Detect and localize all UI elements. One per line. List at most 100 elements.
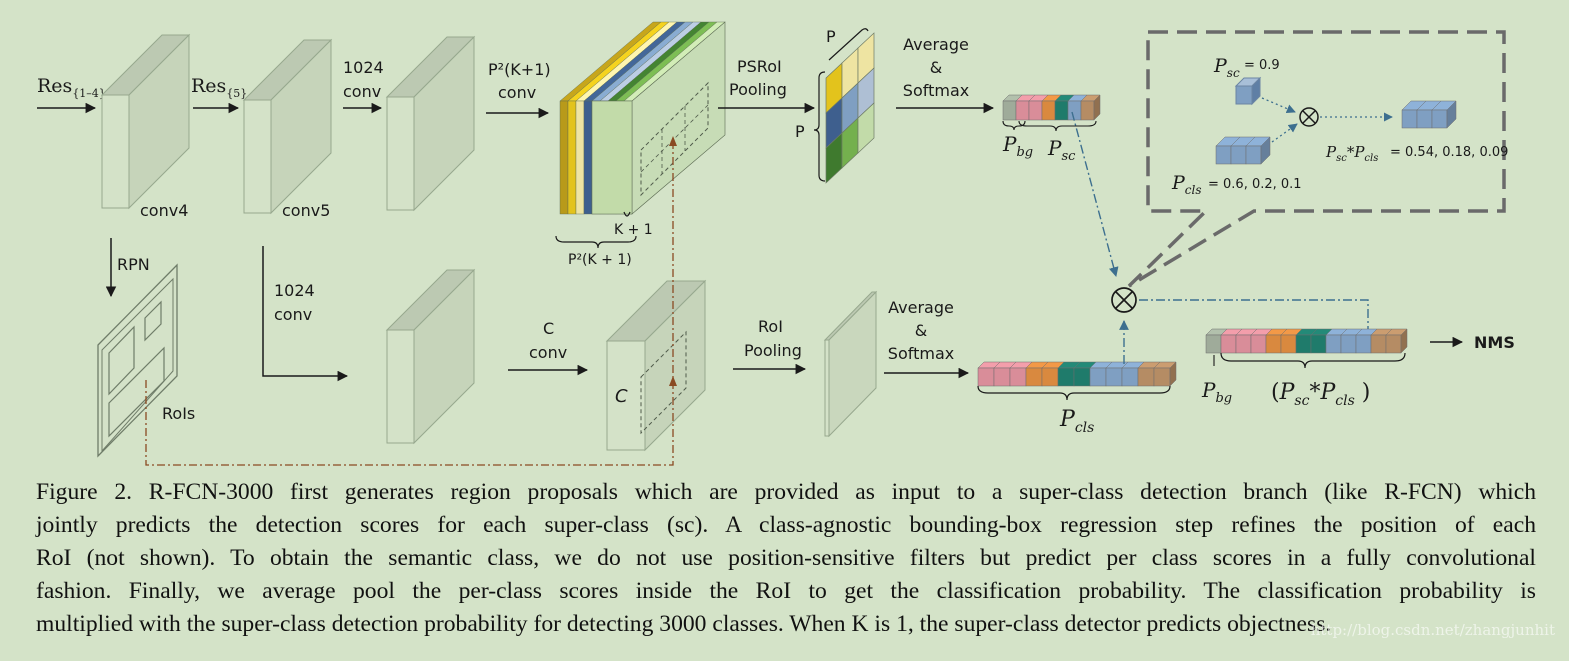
psroi-label-a: PSRoI bbox=[737, 57, 782, 76]
conv5-block bbox=[242, 38, 333, 215]
final-score-cell bbox=[1205, 334, 1222, 354]
product-brace bbox=[1220, 352, 1406, 369]
inset-result-cube-cell bbox=[1416, 109, 1433, 129]
inset-product-label: Psc*Pcls bbox=[1325, 143, 1378, 164]
conv5-label: conv5 bbox=[282, 201, 330, 220]
class-score-cell bbox=[1137, 367, 1155, 387]
final-score-cell bbox=[1355, 334, 1372, 354]
inset-psc-label: Psc bbox=[1213, 55, 1240, 80]
roi-pooling-label-b: Pooling bbox=[744, 341, 802, 360]
psc-to-multiply-line bbox=[1071, 111, 1119, 277]
avg-top-label-c: Softmax bbox=[903, 81, 969, 100]
multiply-icon bbox=[1111, 287, 1137, 313]
avg-top-label-b: & bbox=[930, 58, 942, 77]
roi-projection-line bbox=[145, 146, 674, 466]
roi-projection-arrowhead-top bbox=[669, 136, 677, 146]
inset-pcls-cube-cell bbox=[1215, 145, 1232, 165]
inset-pcls-cube-cell bbox=[1245, 145, 1262, 165]
final-score-cell bbox=[1220, 334, 1237, 354]
conv1024-bottom-label-a: 1024 bbox=[274, 281, 315, 300]
caption-line: fashion. Finally, we average pool the pe… bbox=[36, 578, 1536, 604]
rpn-label: RPN bbox=[117, 255, 150, 274]
conv4-label: conv4 bbox=[140, 201, 188, 220]
roi-pooled-plate bbox=[823, 290, 878, 438]
caption-line: jointly predicts the detection scores fo… bbox=[36, 512, 1536, 538]
inset-result-cube-cell bbox=[1431, 109, 1448, 129]
superclass-score-cell bbox=[1080, 100, 1095, 121]
score-map-front bbox=[591, 100, 633, 215]
score-map-slice bbox=[575, 100, 585, 215]
conv4-block bbox=[100, 33, 191, 210]
score-map-roi-gridline bbox=[640, 104, 709, 173]
superclass-score-cell bbox=[1067, 100, 1082, 121]
final-score-cell bbox=[1265, 334, 1282, 354]
figure-caption: Figure 2. R-FCN-3000 first generates reg… bbox=[36, 476, 1536, 641]
k-plus-1-brace bbox=[623, 211, 631, 217]
class-score-cell bbox=[1105, 367, 1123, 387]
class-score-cell bbox=[1041, 367, 1059, 387]
product-label: (Psc*Pcls ) bbox=[1271, 380, 1370, 409]
inset-psc-value: = 0.9 bbox=[1244, 58, 1280, 73]
p2k1-conv-label-a: P²(K+1) bbox=[488, 60, 551, 79]
caption-line: RoI (not shown). To obtain the semantic … bbox=[36, 545, 1536, 571]
p-sc-label: Psc bbox=[1047, 136, 1076, 164]
class-score-cell bbox=[1057, 367, 1075, 387]
inset-result-cube-side bbox=[1446, 100, 1457, 129]
inset-pcls-cube-side bbox=[1260, 136, 1271, 165]
inset-pcls-value: = 0.6, 0.2, 0.1 bbox=[1208, 177, 1302, 192]
watermark: http://blog.csdn.net/zhangjunhit bbox=[1310, 621, 1555, 639]
p2k1-bottom-label: P²(K + 1) bbox=[568, 252, 632, 268]
conv1024-bottom-label-b: conv bbox=[274, 305, 312, 324]
pooled-grid-cell bbox=[857, 102, 875, 154]
rfcn-3000-architecture-diagram: Res{1–4} conv4 Res{5} conv5 1024 conv P²… bbox=[37, 21, 1515, 466]
class-score-cell bbox=[1121, 367, 1139, 387]
inset-pcls-cubes bbox=[1215, 136, 1271, 165]
p-cls-label: Pcls bbox=[1059, 407, 1094, 436]
avg-bottom-label-c: Softmax bbox=[888, 344, 954, 363]
final-score-side bbox=[1400, 328, 1408, 354]
final-score-cell bbox=[1235, 334, 1252, 354]
final-score-cell bbox=[1340, 334, 1357, 354]
score-map-slice bbox=[567, 100, 577, 215]
class-score-cell bbox=[1009, 367, 1027, 387]
class-score-cell bbox=[1073, 367, 1091, 387]
inset-pcls-cube-cell bbox=[1230, 145, 1247, 165]
conv1024-top-block bbox=[385, 35, 476, 212]
p2k1-conv-label-b: conv bbox=[498, 83, 536, 102]
class-score-cell bbox=[993, 367, 1011, 387]
final-score-cell bbox=[1385, 334, 1402, 354]
superclass-score-cell bbox=[1028, 100, 1043, 121]
caption-line: multiplied with the super-class detectio… bbox=[36, 611, 1332, 637]
roi-projection-arrowhead-bottom bbox=[669, 376, 677, 386]
p-cls-brace bbox=[977, 385, 1171, 401]
final-score-cell bbox=[1295, 334, 1312, 354]
p-top-brace bbox=[828, 28, 869, 61]
c-conv-label-a: C bbox=[543, 319, 554, 338]
final-score-cell bbox=[1370, 334, 1387, 354]
roi-pooling-label-a: RoI bbox=[758, 317, 783, 336]
avg-top-label-a: Average bbox=[903, 35, 969, 54]
avg-bottom-label-b: & bbox=[915, 321, 927, 340]
inset-result-cube-cell bbox=[1401, 109, 1418, 129]
inset-pcls-label: Pcls bbox=[1171, 172, 1202, 197]
rois-label: RoIs bbox=[162, 404, 195, 423]
res14-label: Res{1–4} bbox=[37, 75, 106, 100]
superclass-score-cell bbox=[1041, 100, 1056, 121]
p-top-label: P bbox=[826, 27, 836, 46]
position-sensitive-score-maps bbox=[559, 21, 726, 215]
inset-psc-arrow bbox=[1261, 97, 1296, 113]
rois-sheet bbox=[97, 263, 178, 458]
final-score-cell bbox=[1280, 334, 1297, 354]
p-left-brace bbox=[813, 71, 826, 182]
p-left-label: P bbox=[795, 122, 805, 141]
superclass-score-cell bbox=[1002, 100, 1017, 121]
superclass-score-cell bbox=[1054, 100, 1069, 121]
k-plus-1-label: K + 1 bbox=[614, 222, 653, 238]
score-map-roi-region bbox=[640, 81, 709, 197]
class-score-cell bbox=[1025, 367, 1043, 387]
conv1024-top-label-a: 1024 bbox=[343, 58, 384, 77]
p-sc-brace bbox=[1018, 120, 1097, 132]
superclass-score-vector bbox=[1002, 94, 1101, 121]
superclass-score-side bbox=[1093, 94, 1101, 121]
inset-pcls-arrow bbox=[1271, 123, 1298, 143]
